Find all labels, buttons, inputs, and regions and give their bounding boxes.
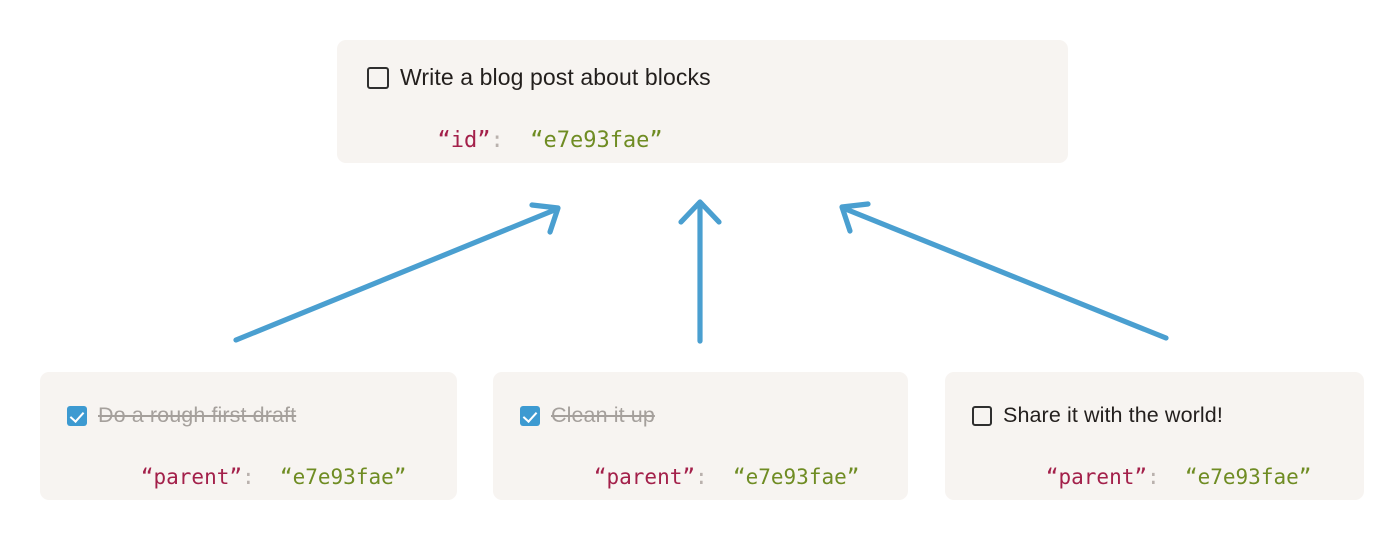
child-0-json-colon: :	[242, 465, 255, 489]
checkbox-checked-icon[interactable]	[520, 405, 540, 426]
child-1-json-space	[708, 465, 733, 489]
child-2-json-row: “parent”: “e7e93fae”	[970, 446, 1312, 509]
checkbox-unchecked-icon[interactable]	[972, 405, 992, 426]
child-1-json-value: “e7e93fae”	[732, 465, 860, 489]
child-1-json-key: “parent”	[593, 465, 696, 489]
child-2-json-key: “parent”	[1045, 465, 1148, 489]
child-2-json-value: “e7e93fae”	[1184, 465, 1312, 489]
child-0-json-row: “parent”: “e7e93fae”	[65, 446, 407, 509]
parent-json-key: “id”	[437, 128, 491, 153]
child-0-json-space	[255, 465, 280, 489]
child-0-json-key: “parent”	[140, 465, 243, 489]
child-1-json-colon: :	[695, 465, 708, 489]
checkbox-unchecked-icon[interactable]	[367, 66, 389, 89]
child-block-1[interactable]: Clean it up “parent”: “e7e93fae”	[493, 372, 908, 500]
arrow-child-0-to-parent	[233, 202, 561, 343]
child-1-json-row: “parent”: “e7e93fae”	[518, 446, 860, 509]
child-0-todo-label: Do a rough first draft	[98, 403, 297, 427]
parent-json-row: “id”: “e7e93fae”	[358, 108, 663, 174]
parent-todo-row[interactable]: Write a blog post about blocks	[367, 66, 711, 89]
child-1-todo-label: Clean it up	[551, 403, 655, 427]
arrow-child-2-to-parent	[839, 201, 1169, 341]
child-block-2[interactable]: Share it with the world! “parent”: “e7e9…	[945, 372, 1364, 500]
checkbox-checked-icon[interactable]	[67, 405, 87, 426]
child-2-json-space	[1160, 465, 1185, 489]
parent-block[interactable]: Write a blog post about blocks “id”: “e7…	[337, 40, 1068, 163]
parent-json-space	[504, 128, 531, 153]
child-0-todo-row[interactable]: Do a rough first draft	[67, 403, 297, 427]
child-1-todo-row[interactable]: Clean it up	[520, 403, 655, 427]
child-2-todo-label: Share it with the world!	[1003, 403, 1223, 427]
parent-todo-label: Write a blog post about blocks	[400, 64, 711, 90]
child-2-todo-row[interactable]: Share it with the world!	[972, 403, 1223, 427]
child-2-json-colon: :	[1147, 465, 1160, 489]
parent-json-colon: :	[490, 128, 504, 153]
child-0-json-value: “e7e93fae”	[279, 465, 407, 489]
parent-json-value: “e7e93fae”	[530, 128, 663, 153]
arrow-child-1-to-parent	[678, 199, 722, 344]
child-block-0[interactable]: Do a rough first draft “parent”: “e7e93f…	[40, 372, 457, 500]
